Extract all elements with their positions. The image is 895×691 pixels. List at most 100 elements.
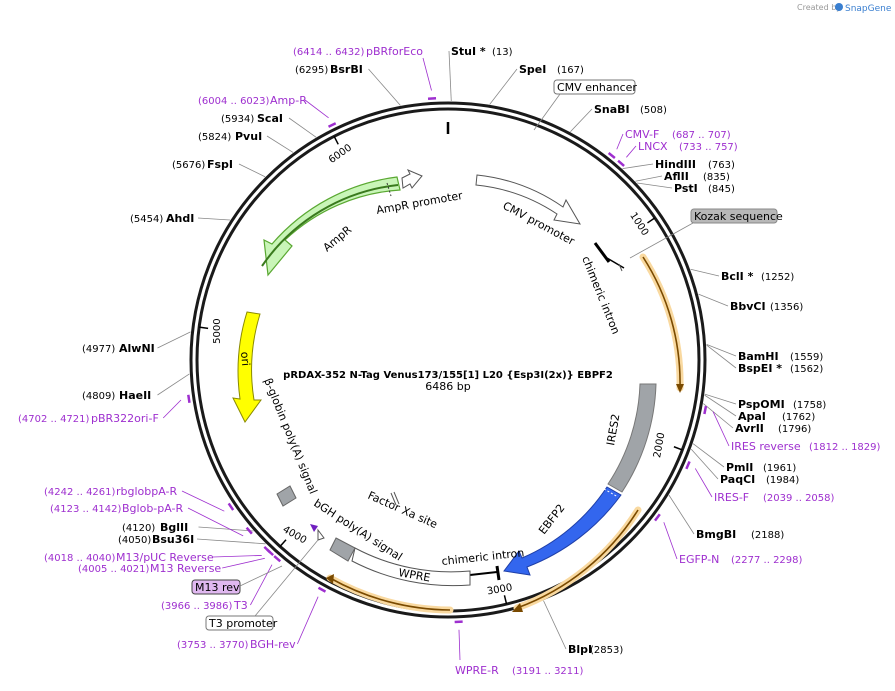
- kozak-label: Kozak sequence: [694, 210, 783, 223]
- primer-leader-line: [713, 412, 729, 446]
- enzyme-leader-line: [267, 136, 293, 152]
- primer-mark: [704, 406, 706, 414]
- enzyme-leader-line: [544, 601, 566, 649]
- chimeric-intron-top-mark: [595, 243, 609, 262]
- enzyme-site-position: (1984): [766, 475, 799, 486]
- enzyme-site-name[interactable]: PaqCI: [720, 473, 755, 486]
- enzyme-leader-line: [289, 118, 316, 137]
- enzyme-leader-line: [707, 345, 736, 368]
- primer-name[interactable]: IRES reverse: [731, 440, 801, 453]
- ampr-promoter-arrow[interactable]: [402, 170, 422, 188]
- primer-mark: [229, 503, 233, 510]
- ebfp2-label: EBFP2: [536, 502, 567, 537]
- chimeric-intron-bottom-mark: [470, 572, 497, 575]
- primer-name[interactable]: pBR322ori-F: [91, 412, 159, 425]
- enzyme-site-name[interactable]: AhdI: [166, 212, 194, 225]
- enzyme-site-position: (4977): [82, 344, 115, 355]
- primer-leader-line: [423, 58, 432, 91]
- enzyme-leader-line: [635, 176, 662, 181]
- enzyme-site-name[interactable]: BbvCI: [730, 300, 766, 313]
- primer-mark: [329, 123, 336, 127]
- enzyme-leader-line: [693, 444, 724, 467]
- chimeric-intron-top-end: [607, 258, 624, 268]
- enzyme-leader-line: [705, 394, 736, 404]
- primer-leader-line: [664, 522, 677, 559]
- enzyme-site-name[interactable]: HaeII: [119, 389, 151, 402]
- branding-product: SnapGene: [845, 4, 892, 14]
- enzyme-leader-line: [369, 69, 401, 105]
- primer-leader-line: [297, 597, 318, 644]
- t3-promoter-label: T3 promoter: [208, 617, 278, 630]
- primer-leader-line: [617, 134, 623, 149]
- primer-mark: [618, 161, 624, 166]
- ampr-arrow[interactable]: [264, 177, 400, 275]
- enzyme-leader-line: [570, 109, 592, 132]
- tick-label: 4000: [281, 524, 309, 546]
- enzyme-site-name[interactable]: BlpI: [568, 643, 592, 656]
- factor-xa-label: Factor Xa site: [366, 489, 440, 531]
- enzyme-site-position: (167): [557, 65, 584, 76]
- tick-label: 5000: [212, 318, 223, 343]
- primer-name[interactable]: Bglob-pA-R: [122, 502, 184, 515]
- primer-position: (4702 .. 4721): [18, 414, 90, 425]
- enzyme-site-name[interactable]: BsrBI: [330, 63, 363, 76]
- enzyme-site-position: (13): [492, 47, 513, 58]
- ires2-label: IRES2: [604, 413, 622, 447]
- enzyme-site-name[interactable]: Bsu36I: [152, 533, 194, 546]
- branding-created-by: Created by: [797, 3, 841, 12]
- primer-name[interactable]: LNCX: [638, 140, 668, 153]
- enzyme-site-name[interactable]: ScaI: [257, 112, 283, 125]
- enzyme-site-name[interactable]: AlwNI: [119, 342, 155, 355]
- factor-xa-marker: [310, 524, 318, 532]
- tick-label: 1000: [627, 211, 650, 238]
- enzyme-site-position: (1961): [763, 463, 796, 474]
- ebfp2-arrow[interactable]: [504, 487, 621, 575]
- primer-name[interactable]: WPRE-R: [455, 664, 499, 677]
- enzyme-site-name[interactable]: FspI: [207, 158, 233, 171]
- primer-position: (687 .. 707): [672, 130, 731, 141]
- enzyme-site-position: (4050): [118, 535, 151, 546]
- bgh-polya-box[interactable]: [330, 538, 355, 561]
- primer-position: (733 .. 757): [679, 142, 738, 153]
- primer-mark: [655, 514, 660, 520]
- primer-name[interactable]: pBRforEco: [366, 45, 423, 58]
- enzyme-site-name[interactable]: BspEI *: [738, 362, 782, 375]
- enzyme-site-name[interactable]: AvrII: [735, 422, 764, 435]
- enzyme-leader-line: [197, 539, 266, 544]
- primer-name[interactable]: T3: [233, 599, 248, 612]
- chimeric-intron-top-label: chimeric intron: [579, 254, 622, 336]
- enzyme-leader-line: [622, 164, 653, 169]
- primer-mark: [609, 153, 615, 158]
- primer-name[interactable]: rbglobpA-R: [116, 485, 177, 498]
- enzyme-leader-line: [691, 269, 719, 276]
- enzyme-site-position: (5934): [221, 114, 254, 125]
- primer-name[interactable]: BGH-rev: [250, 638, 296, 651]
- enzyme-site-name[interactable]: SnaBI: [594, 103, 630, 116]
- primer-name[interactable]: M13/pUC Reverse: [116, 551, 214, 564]
- primer-name[interactable]: Amp-R: [270, 94, 307, 107]
- enzyme-leader-line: [637, 183, 672, 188]
- tick-mark: [280, 540, 286, 547]
- tick-label: 3000: [486, 582, 513, 597]
- enzyme-leader-line: [698, 294, 728, 306]
- m13-rev-leader: [240, 566, 282, 586]
- enzyme-site-name[interactable]: PvuI: [235, 130, 262, 143]
- enzyme-site-name[interactable]: StuI *: [451, 45, 486, 58]
- primer-name[interactable]: EGFP-N: [679, 553, 719, 566]
- chimeric-intron-bottom-end: [497, 566, 499, 580]
- primer-leader-line: [213, 555, 262, 557]
- enzyme-site-name[interactable]: BclI *: [721, 270, 754, 283]
- enzyme-leader-line: [158, 332, 191, 348]
- enzyme-site-name[interactable]: SpeI: [519, 63, 546, 76]
- primer-name[interactable]: IRES-F: [714, 491, 749, 504]
- enzyme-site-position: (763): [708, 160, 735, 171]
- enzyme-site-name[interactable]: PstI: [674, 182, 698, 195]
- enzyme-site-position: (4120): [122, 523, 155, 534]
- beta-globin-box[interactable]: [277, 486, 296, 506]
- beta-globin-label: β-globin poly(A) signal: [261, 376, 319, 496]
- enzyme-site-name[interactable]: BmgBI: [696, 528, 736, 541]
- ori-arrow[interactable]: [233, 312, 261, 422]
- primer-mark: [264, 547, 270, 553]
- enzyme-site-position: (1562): [790, 364, 823, 375]
